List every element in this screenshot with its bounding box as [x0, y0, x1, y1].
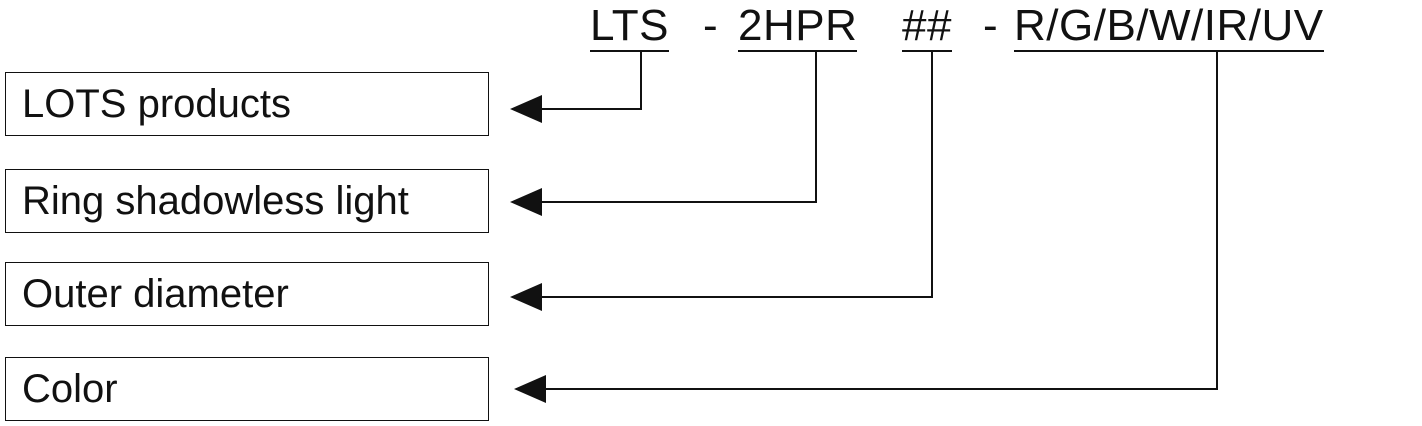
- connector-model: [540, 52, 817, 203]
- arrowhead-model: [510, 188, 542, 216]
- model-code: LTS - 2HPR ## - R/G/B/W/IR/UV: [0, 0, 1422, 60]
- code-separator-1: -: [703, 1, 719, 50]
- label-color: Color: [22, 367, 118, 411]
- arrowhead-size: [510, 283, 542, 311]
- label-box-ring-shadowless-light: Ring shadowless light: [5, 169, 489, 233]
- connector-size: [540, 52, 933, 298]
- connector-prefix: [540, 52, 642, 110]
- connector-color: [545, 52, 1218, 390]
- label-box-outer-diameter: Outer diameter: [5, 262, 489, 326]
- code-separator-2: -: [983, 1, 999, 50]
- label-ring-shadowless-light: Ring shadowless light: [22, 179, 409, 223]
- label-outer-diameter: Outer diameter: [22, 272, 289, 316]
- code-model: 2HPR: [738, 1, 858, 52]
- code-size: ##: [902, 1, 952, 52]
- label-box-color: Color: [5, 357, 489, 421]
- code-prefix: LTS: [590, 1, 669, 52]
- code-color: R/G/B/W/IR/UV: [1014, 1, 1324, 52]
- arrowhead-prefix: [510, 95, 542, 123]
- label-lots-products: LOTS products: [22, 82, 292, 126]
- arrowhead-color: [514, 375, 546, 403]
- label-box-lots-products: LOTS products: [5, 72, 489, 136]
